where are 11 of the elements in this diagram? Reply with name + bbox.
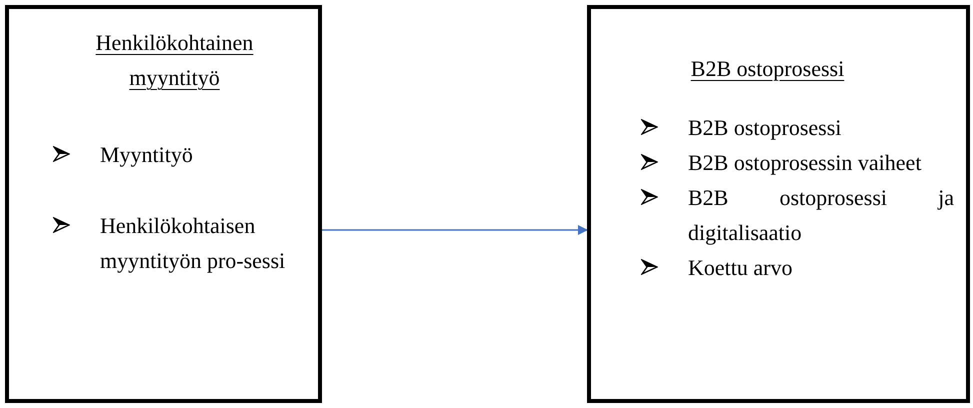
list-item: B2B ostoprosessin vaiheet — [688, 149, 922, 177]
list-item: Myyntityö — [100, 141, 194, 169]
arrow — [322, 225, 588, 235]
list-item: B2B ostoprosessi — [688, 114, 842, 142]
heading: B2B ostoprosessi — [690, 55, 846, 83]
text-box — [5, 5, 322, 403]
list-item: Henkilökohtaisen myyntityön pro-sessi — [100, 212, 286, 275]
list-item: Koettu arvo — [688, 254, 794, 282]
list-item: B2B ostoprosessi ja digitalisaatio — [688, 184, 954, 247]
heading: Henkilökohtainen myyntityö — [94, 29, 254, 92]
text-box — [587, 5, 970, 403]
